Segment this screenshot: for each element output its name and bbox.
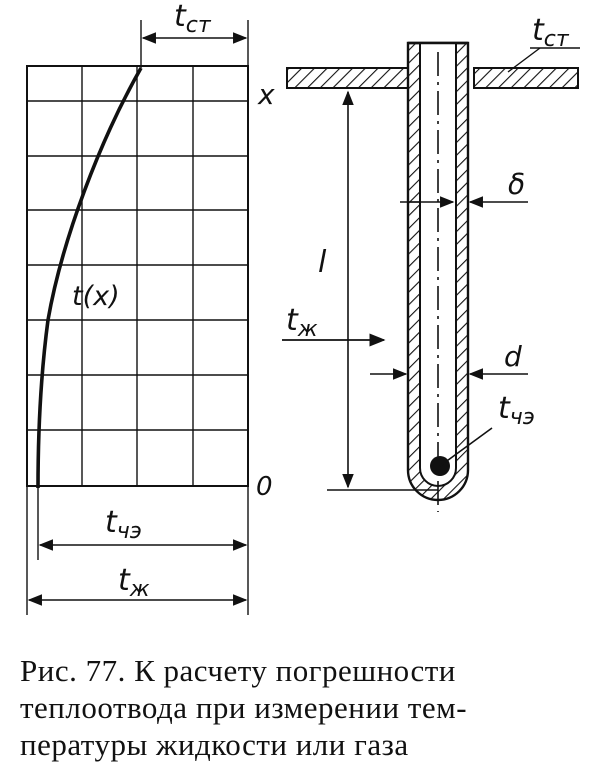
pipe-wall [286,67,579,89]
sensor-leader [439,427,493,467]
extension-lines [26,20,249,615]
thermometer-diagram: tст x t(x) 0 tчэ tж l tж δ d tст [26,0,580,615]
curve-label: t(x) [72,281,120,312]
length-label: l [318,245,327,280]
t-sensor-label-right: tчэ [498,391,535,430]
figure-caption: Рис. 77. К расчету погрешности теплоотво… [20,652,595,763]
zero-label: 0 [256,472,273,502]
t-wall-label-left: tст [174,0,212,38]
x-axis-label: x [257,78,275,111]
t-fluid-arrow-label: tж [286,303,318,342]
t-sensor-label-left: tчэ [105,505,142,544]
temperature-curve [36,67,143,489]
temperature-grid [26,65,249,487]
delta-label: δ [508,168,525,201]
t-fluid-label: tж [118,563,150,602]
t-wall-label-right: tст [532,13,570,52]
caption-line-2: теплоотвода при измерении тем- [20,690,468,725]
caption-line-3: пературы жидкости или газа [20,727,409,762]
diameter-label: d [504,340,522,373]
caption-line-1: Рис. 77. К расчету погрешности [20,653,456,688]
t-wall-leader-right [507,47,541,73]
